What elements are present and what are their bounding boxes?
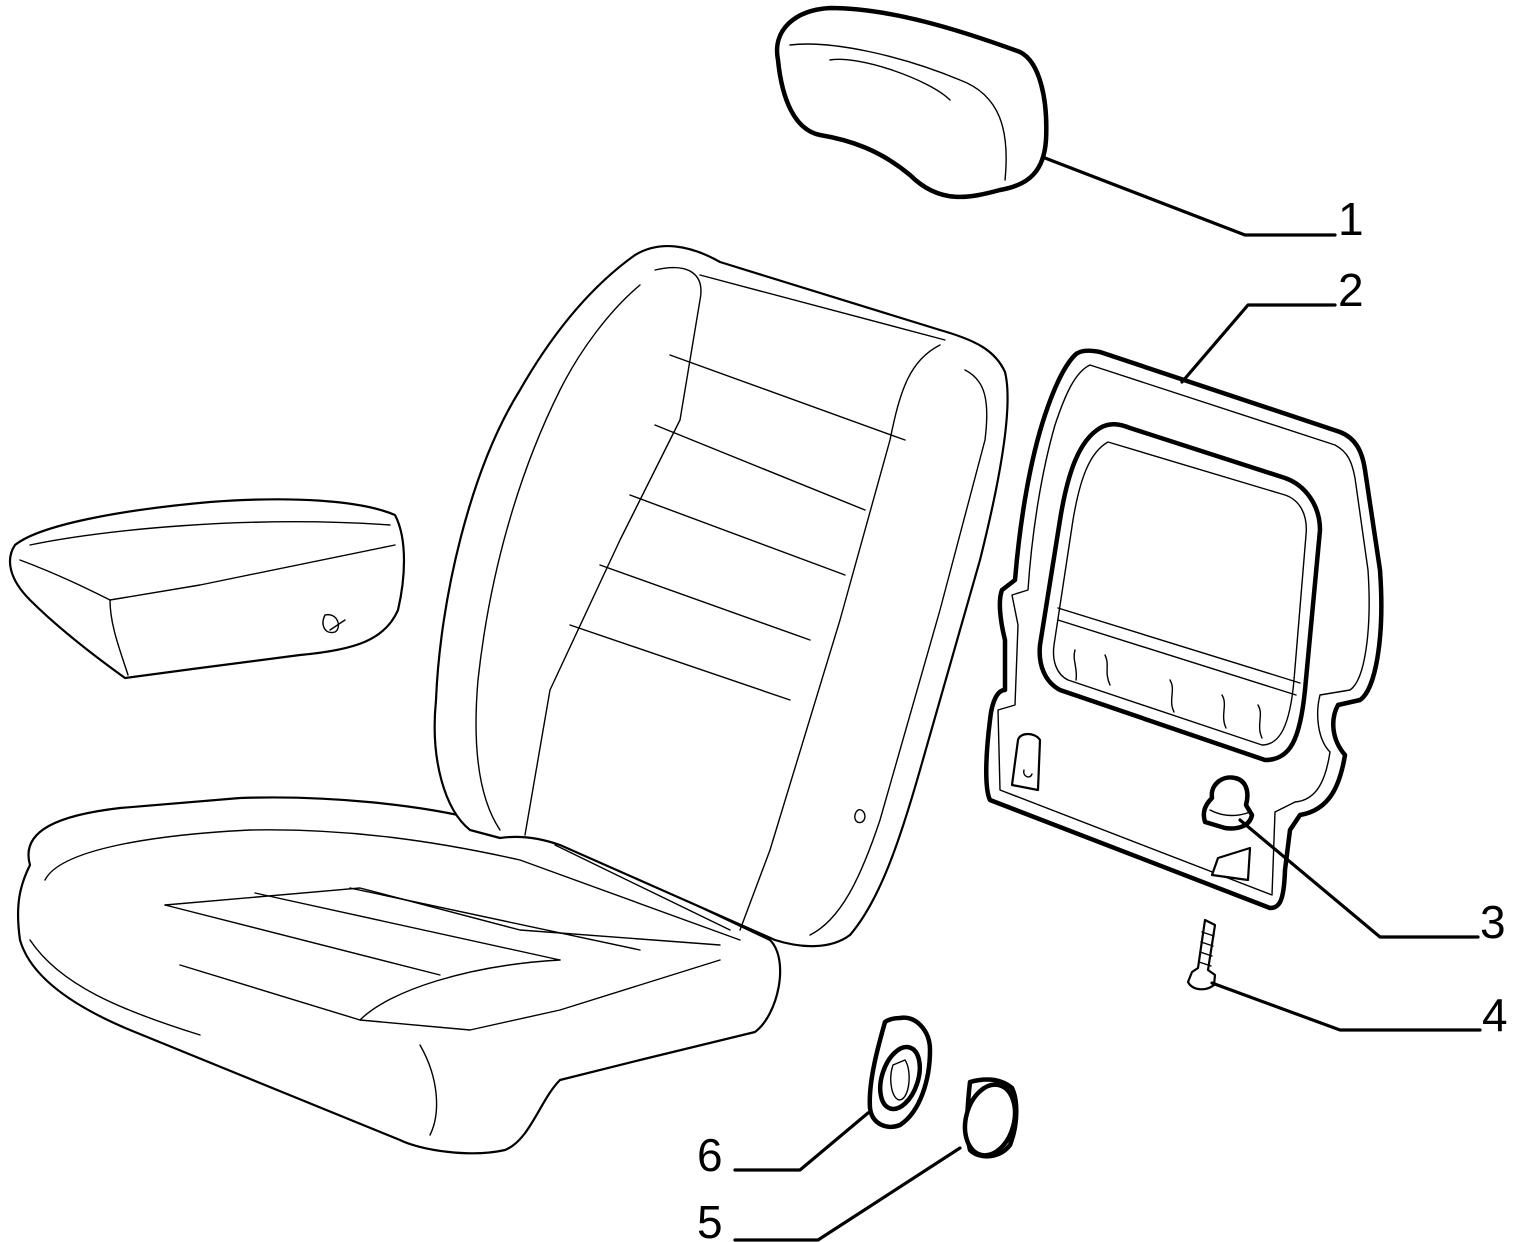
clip-nut <box>1201 775 1255 831</box>
callout-4: 4 <box>1482 989 1508 1041</box>
armrest <box>8 498 406 680</box>
leader-line-1 <box>1043 156 1337 237</box>
callout-numbers: 1 2 3 4 6 5 <box>697 193 1508 1242</box>
leader-line-2 <box>1180 303 1337 384</box>
callout-6: 6 <box>697 1129 723 1181</box>
leader-line-5 <box>733 1146 962 1242</box>
headrest <box>774 5 1049 200</box>
callout-1: 1 <box>1338 193 1364 245</box>
leader-line-6 <box>733 1111 870 1172</box>
backrest-frame-panel <box>984 348 1384 911</box>
screw <box>1186 918 1217 991</box>
callout-3: 3 <box>1480 896 1506 948</box>
callout-5: 5 <box>697 1196 723 1242</box>
cap <box>962 1077 1019 1159</box>
leader-lines <box>733 156 1482 1242</box>
trim-ring <box>867 1015 933 1130</box>
callout-2: 2 <box>1338 264 1364 316</box>
backrest <box>433 244 1009 948</box>
leader-line-3 <box>1238 818 1480 939</box>
leader-line-4 <box>1210 981 1482 1032</box>
seat-cushion <box>16 796 782 1155</box>
